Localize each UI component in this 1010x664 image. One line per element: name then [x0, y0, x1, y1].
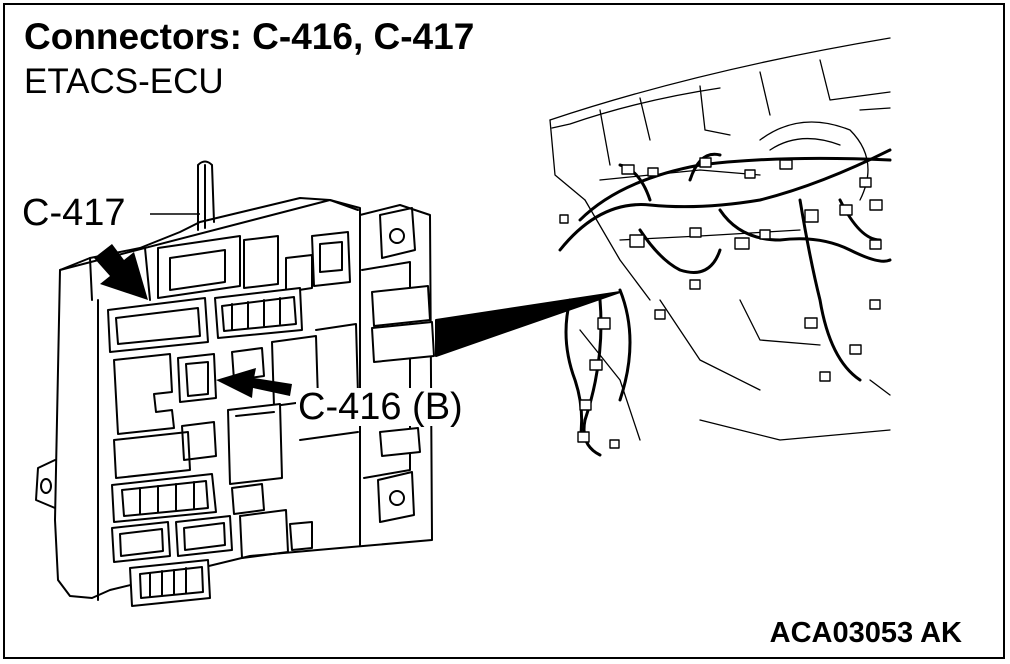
instrument-panel	[549, 37, 891, 441]
component-name: ETACS-ECU	[24, 62, 224, 101]
callout-c417: C-417	[22, 192, 126, 234]
wiring-harness	[558, 148, 892, 457]
etacs-ecu-unit	[35, 160, 435, 607]
harness-connectors	[559, 157, 883, 449]
location-wedge	[435, 291, 621, 357]
page-title: Connectors: C-416, C-417	[24, 16, 475, 57]
c416-arrow	[216, 368, 292, 398]
callout-c416: C-416 (B)	[296, 386, 465, 428]
c417-arrow	[94, 213, 200, 300]
figure-id: ACA03053 AK	[769, 617, 962, 649]
